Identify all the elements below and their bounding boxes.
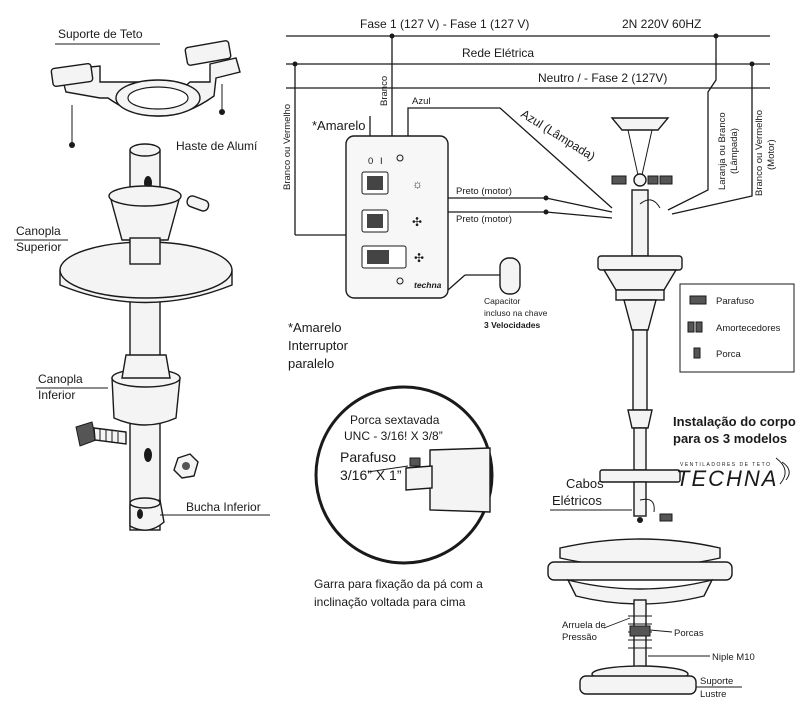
detail-nut-label-2: UNC - 3/16! X 3/8” (344, 429, 443, 443)
nut-icon (693, 347, 701, 359)
fan-icon-1: ✣ (412, 215, 422, 229)
capacitor-label-3: 3 Velocidades (484, 320, 540, 330)
phase-line-label: Fase 1 (127 V) - Fase 1 (127 V) (360, 17, 529, 31)
screw-set-1 (611, 175, 627, 185)
wire-black-motor (448, 195, 613, 219)
wire-orange-or-white (667, 33, 719, 211)
install-title-2: para os 3 modelos (673, 431, 787, 446)
nuts-label: Porcas (674, 628, 704, 639)
voltage-label: 2N 220V 60HZ (622, 17, 701, 31)
wire-blue (407, 107, 613, 209)
wire-white (389, 33, 395, 138)
ceiling-bracket (50, 40, 241, 148)
black-motor-1-label: Preto (motor) (456, 186, 512, 197)
legend: Parafuso Amortecedores Porca (679, 283, 795, 373)
detail-caption-2: inclinação voltada para cima (314, 595, 466, 609)
detail-screw-label-2: 3/16” X 1” (340, 467, 402, 483)
lower-canopy-label-1: Canopla (38, 372, 83, 386)
capacitor-label-1: Capacitor (484, 296, 521, 306)
upper-canopy-label-1: Canopla (16, 224, 61, 238)
capacitor-label-2: incluso na chave (484, 308, 548, 318)
switch-brand: techna (414, 280, 442, 290)
screw-set-2 (647, 175, 673, 185)
fan-mount-bracket (610, 117, 673, 187)
damper-icon (687, 321, 695, 333)
aluminum-rod-label: Haste de Alumí (176, 139, 258, 153)
white-or-red-motor-label-2: (Motor) (766, 139, 777, 170)
indicator-on: I (380, 156, 383, 167)
indicator-off: 0 (368, 156, 373, 167)
switch-note-1: *Amarelo (288, 320, 341, 335)
lower-canopy (111, 354, 181, 426)
cables-label-1: Cabos (566, 476, 604, 491)
detail-caption-1: Garra para fixação da pá com a (314, 577, 483, 591)
detail-screw-label-1: Parafuso (340, 449, 396, 465)
wiring-buses (286, 35, 770, 89)
capacitor (447, 257, 521, 295)
neutral-line-label: Neutro / - Fase 2 (127V) (538, 71, 667, 85)
blue-label: Azul (412, 96, 430, 107)
wire-white-or-red-left (292, 61, 348, 236)
install-title-1: Instalação do corpo (673, 414, 796, 429)
black-motor-2-label: Preto (motor) (456, 214, 512, 225)
ceiling-bracket-label: Suporte de Teto (58, 27, 143, 41)
mains-label: Rede Elétrica (462, 46, 534, 60)
switch-panel: 0 I ☼ ✣ ✣ techna (345, 135, 449, 299)
nipple-label: Niple M10 (712, 652, 755, 663)
screw-icon (689, 295, 707, 305)
lustre-label-2: Lustre (700, 689, 726, 700)
hex-nut (173, 453, 199, 479)
fan-icon-2: ✣ (414, 251, 424, 265)
detail-circle (314, 385, 494, 565)
lamp-icon: ☼ (412, 177, 423, 191)
fan-motor-assembly (547, 189, 733, 695)
logo-tagline: VENTILADORES DE TETO (680, 462, 772, 468)
cables-label-2: Elétricos (552, 493, 602, 508)
orange-or-white-label-1: Laranja ou Branco (717, 112, 728, 190)
techna-logo: VENTILADORES DE TETO TECHNA (676, 457, 790, 491)
bolt (75, 421, 127, 447)
legend-item-nut: Porca (716, 349, 742, 360)
legend-item-screw: Parafuso (716, 296, 754, 307)
switch-note-3: paralelo (288, 356, 334, 371)
wire-white-or-red-motor (671, 61, 755, 215)
lustre-label-1: Suporte (700, 676, 733, 687)
switch-note-2: Interruptor (288, 338, 349, 353)
detail-nut-label-1: Porca sextavada (350, 413, 440, 427)
lower-bushing (129, 497, 165, 531)
white-label: Branco (379, 76, 390, 106)
orange-or-white-label-2: (Lâmpada) (729, 128, 740, 174)
washer-label-2: Pressão (562, 632, 597, 643)
yellow-note: *Amarelo (312, 118, 365, 133)
upper-canopy (59, 185, 233, 304)
white-or-red-motor-label-1: Branco ou Vermelho (754, 110, 765, 196)
lower-canopy-label-2: Inferior (38, 388, 75, 402)
white-or-red-left-label: Branco ou Vermelho (282, 104, 293, 190)
logo-brand: TECHNA (676, 466, 778, 491)
legend-item-damper: Amortecedores (716, 323, 781, 334)
upper-canopy-label-2: Superior (16, 240, 61, 254)
lower-bushing-label: Bucha Inferior (186, 500, 261, 514)
washer-label-1: Arruela de (562, 620, 606, 631)
